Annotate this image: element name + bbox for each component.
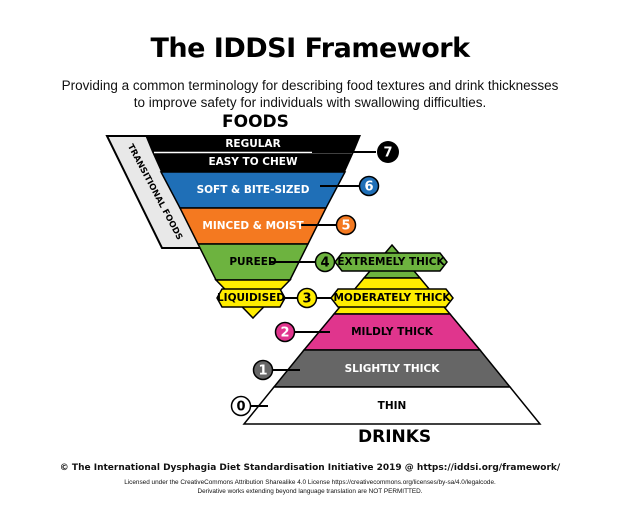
license-line: Licensed under the CreativeCommons Attri… [124, 479, 496, 486]
level-3-number: 3 [302, 292, 311, 307]
license-text: Licensed under the CreativeCommons Attri… [0, 478, 620, 496]
label-liquidised: LIQUIDISED [217, 292, 285, 304]
foods-heading: FOODS [222, 112, 289, 132]
label-slightly-thick: SLIGHTLY THICK [345, 363, 441, 375]
label-moderately-thick: MODERATELY THICK [333, 292, 451, 304]
page-title: The IDDSI Framework [150, 33, 470, 64]
liquidised-capsule [216, 288, 286, 308]
level-2-number: 2 [280, 326, 289, 341]
level-5-circle [335, 214, 357, 236]
drink-level-thin [242, 386, 542, 425]
level-1-circle [252, 359, 274, 381]
level-0-number: 0 [236, 400, 245, 415]
derivative-notice: Derivative works extending beyond langua… [197, 488, 423, 495]
drinks-heading: DRINKS [358, 427, 432, 447]
level-0-circle [230, 395, 252, 417]
level-6-number: 6 [364, 180, 373, 195]
level-7-number: 7 [383, 146, 392, 161]
label-minced-moist: MINCED & MOIST [202, 220, 304, 232]
label-regular: REGULAR [225, 138, 280, 150]
label-easy-to-chew: EASY TO CHEW [208, 156, 298, 168]
level-5-number: 5 [341, 219, 350, 234]
level-4-circle [314, 251, 336, 273]
level-3-circle [296, 287, 318, 309]
level-7-circle [377, 141, 399, 163]
level-1-number: 1 [258, 364, 267, 379]
level-2-circle [274, 321, 296, 343]
label-mildly-thick: MILDLY THICK [351, 326, 434, 338]
label-thin: THIN [378, 400, 407, 412]
label-soft-bite-sized: SOFT & BITE-SIZED [197, 184, 310, 196]
label-pureed: PUREED [229, 256, 277, 268]
level-4-number: 4 [320, 256, 329, 271]
page-subtitle: Providing a common terminology for descr… [61, 78, 559, 110]
food-level-easy-to-chew [152, 152, 354, 172]
level-6-circle [358, 175, 380, 197]
label-extremely-thick: EXTREMELY THICK [337, 256, 445, 268]
food-level-regular [145, 135, 361, 152]
copyright-line: © The International Dysphagia Diet Stand… [59, 463, 561, 473]
